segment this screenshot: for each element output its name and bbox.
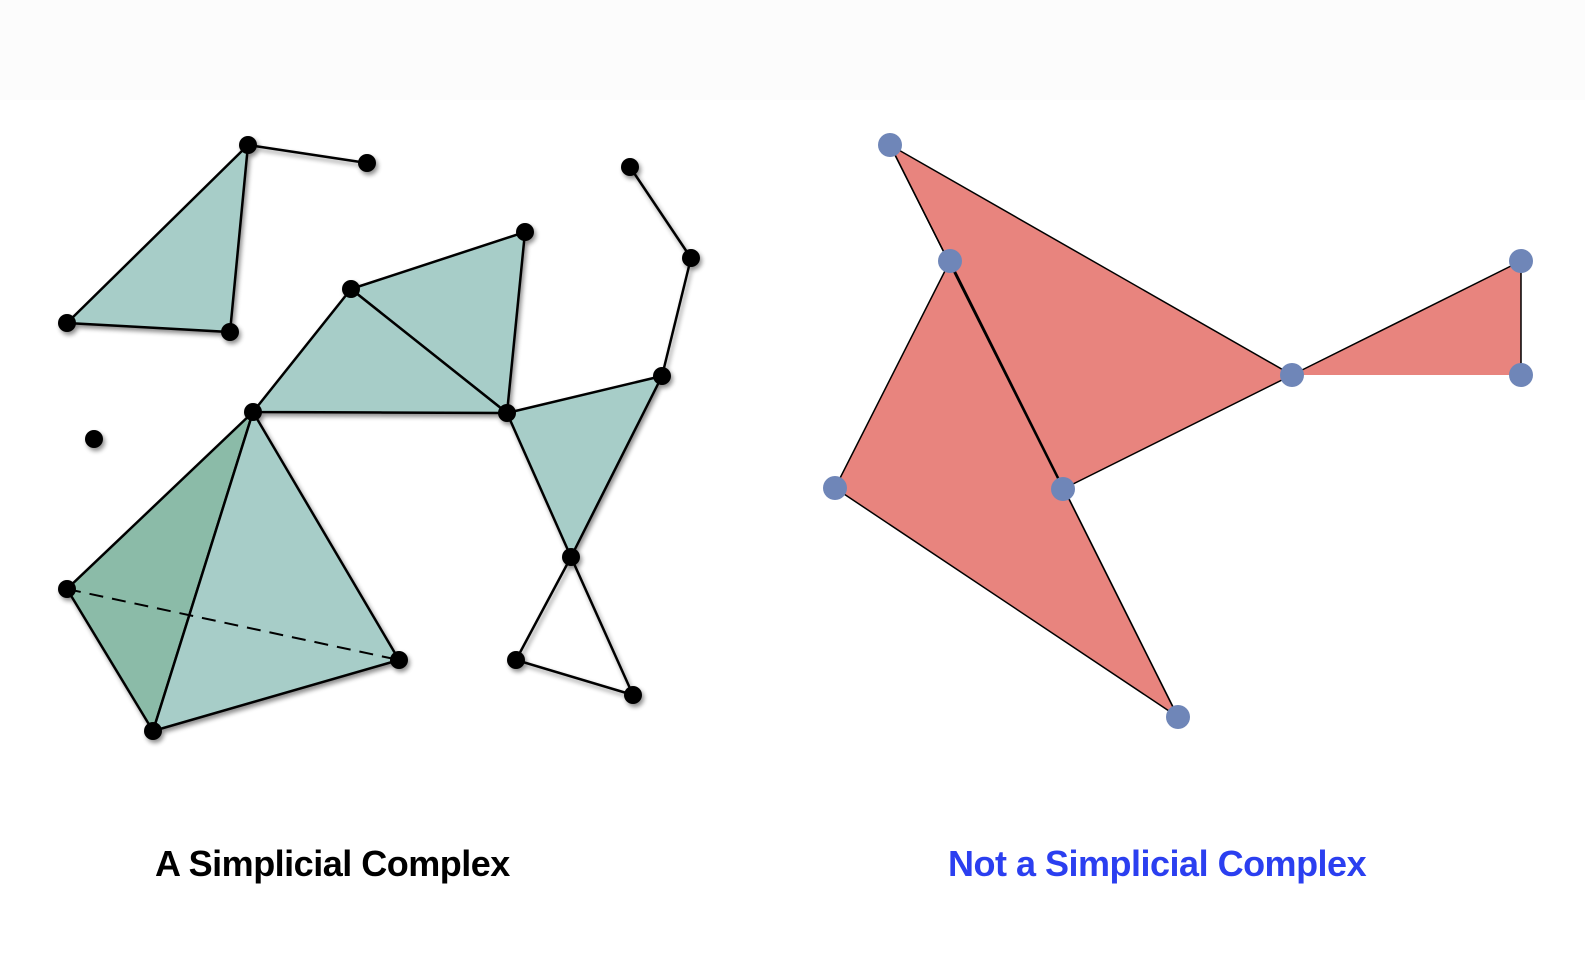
caption-not-simplicial-complex: Not a Simplicial Complex [948, 843, 1367, 884]
vertex [1509, 363, 1533, 387]
non-complex-edge [1291, 260, 1522, 376]
vertex [358, 154, 376, 172]
non-complex-edge [889, 144, 1064, 490]
simplex-edge [660, 257, 693, 377]
vertex [938, 249, 962, 273]
simplicial-complex-figure [58, 136, 700, 740]
top-band [0, 0, 1585, 100]
simplex-edge [247, 143, 368, 165]
vertex [498, 404, 516, 422]
vertex [653, 367, 671, 385]
vertex [1166, 705, 1190, 729]
simplex-triangle [64, 141, 250, 334]
caption-simplicial-complex: A Simplicial Complex [155, 843, 510, 884]
vertex [621, 158, 639, 176]
vertex [823, 476, 847, 500]
simplex-edge [628, 166, 693, 259]
simplex-triangle [250, 287, 511, 415]
vertex [221, 323, 239, 341]
vertex [1509, 249, 1533, 273]
vertex [58, 580, 76, 598]
vertex [682, 249, 700, 267]
vertex [58, 314, 76, 332]
vertex [239, 136, 257, 154]
vertex [516, 223, 534, 241]
simplex-hollow-triangle [514, 554, 636, 697]
vertex [144, 722, 162, 740]
vertex [562, 548, 580, 566]
vertex [85, 430, 103, 448]
tetrahedron-face-light [151, 408, 401, 733]
vertex [1280, 363, 1304, 387]
vertex [390, 651, 408, 669]
vertex [878, 133, 902, 157]
simplex-triangle [505, 374, 665, 560]
vertex [244, 403, 262, 421]
vertex [624, 686, 642, 704]
vertex [1051, 477, 1075, 501]
vertex [342, 280, 360, 298]
non-simplicial-complex-figure [823, 133, 1533, 729]
vertex [507, 651, 525, 669]
tetrahedron-hidden-edge [66, 588, 400, 661]
